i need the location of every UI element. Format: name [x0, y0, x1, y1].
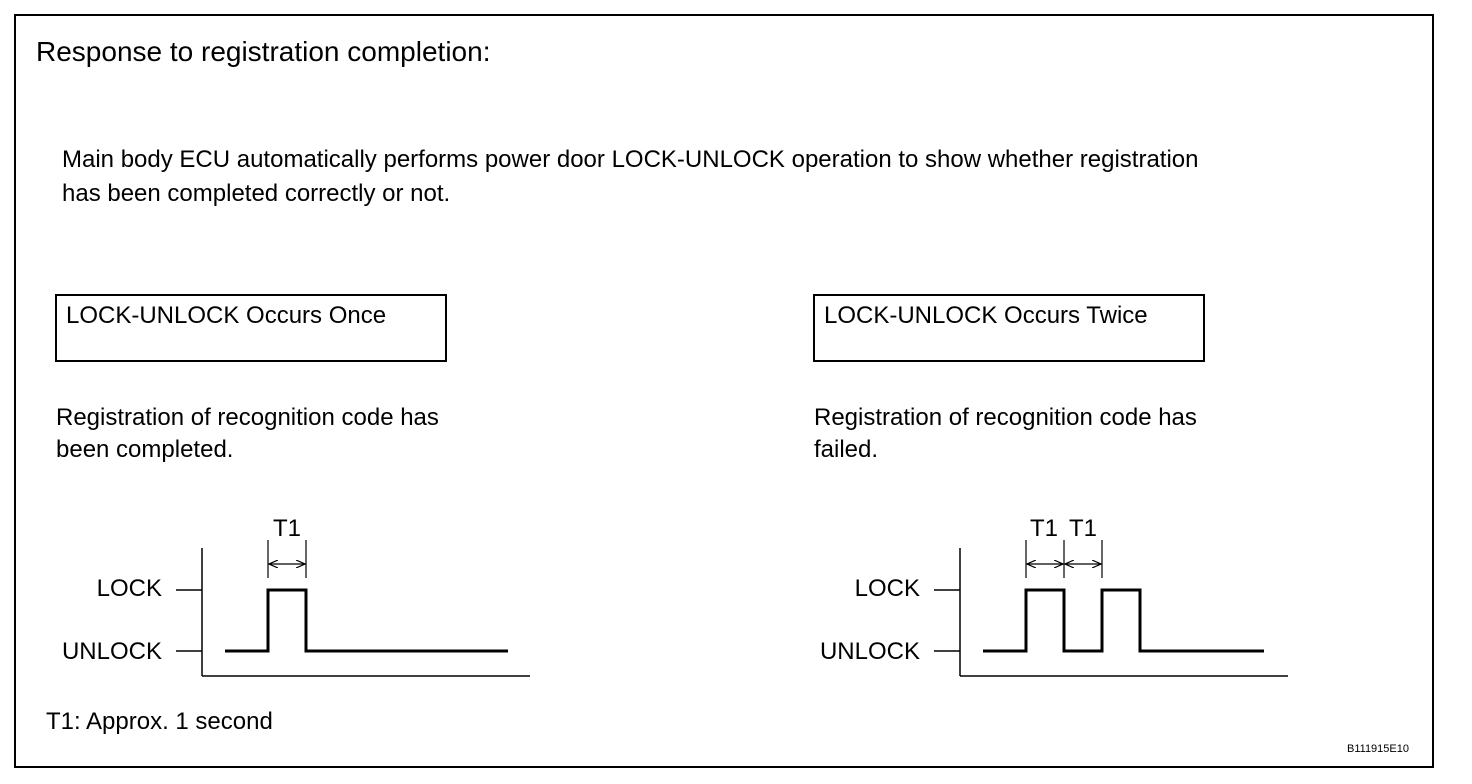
case-twice-description-line-1: Registration of recognition code has — [814, 404, 1197, 431]
timing-diagram-twice: LOCK UNLOCK T1 T1 — [820, 515, 1288, 677]
diagram-twice-signal — [983, 588, 1264, 653]
diagram-once-signal — [225, 588, 508, 653]
case-twice-description-line-2: failed. — [814, 436, 879, 463]
diagram-twice-unlock-label: UNLOCK — [820, 638, 920, 665]
diagram-twice-t1-label-second: T1 — [1069, 515, 1097, 542]
diagram-once-unlock-label: UNLOCK — [62, 638, 162, 665]
diagram-twice-t1-label-first: T1 — [1030, 515, 1058, 542]
figure-code: B111915E10 — [1347, 743, 1409, 755]
intro-text-line-2: has been completed correctly or not. — [62, 180, 451, 207]
case-once-description-line-2: been completed. — [56, 436, 234, 463]
case-once-box-label: LOCK-UNLOCK Occurs Once — [66, 302, 387, 329]
diagram-once-lock-label: LOCK — [97, 575, 162, 602]
figure-title: Response to registration completion: — [36, 36, 491, 67]
intro-text-line-1: Main body ECU automatically performs pow… — [62, 146, 1199, 173]
diagram-once-t1-label: T1 — [273, 515, 301, 542]
case-once-box: LOCK-UNLOCK Occurs Once — [55, 294, 447, 362]
case-twice-box-label: LOCK-UNLOCK Occurs Twice — [824, 302, 1148, 329]
timing-diagram-once: LOCK UNLOCK T1 — [62, 515, 530, 677]
case-once-description-line-1: Registration of recognition code has — [56, 404, 439, 431]
case-twice-box: LOCK-UNLOCK Occurs Twice — [813, 294, 1205, 362]
figure-frame — [14, 14, 1434, 768]
t1-footnote: T1: Approx. 1 second — [46, 708, 273, 735]
diagram-twice-lock-label: LOCK — [855, 575, 920, 602]
